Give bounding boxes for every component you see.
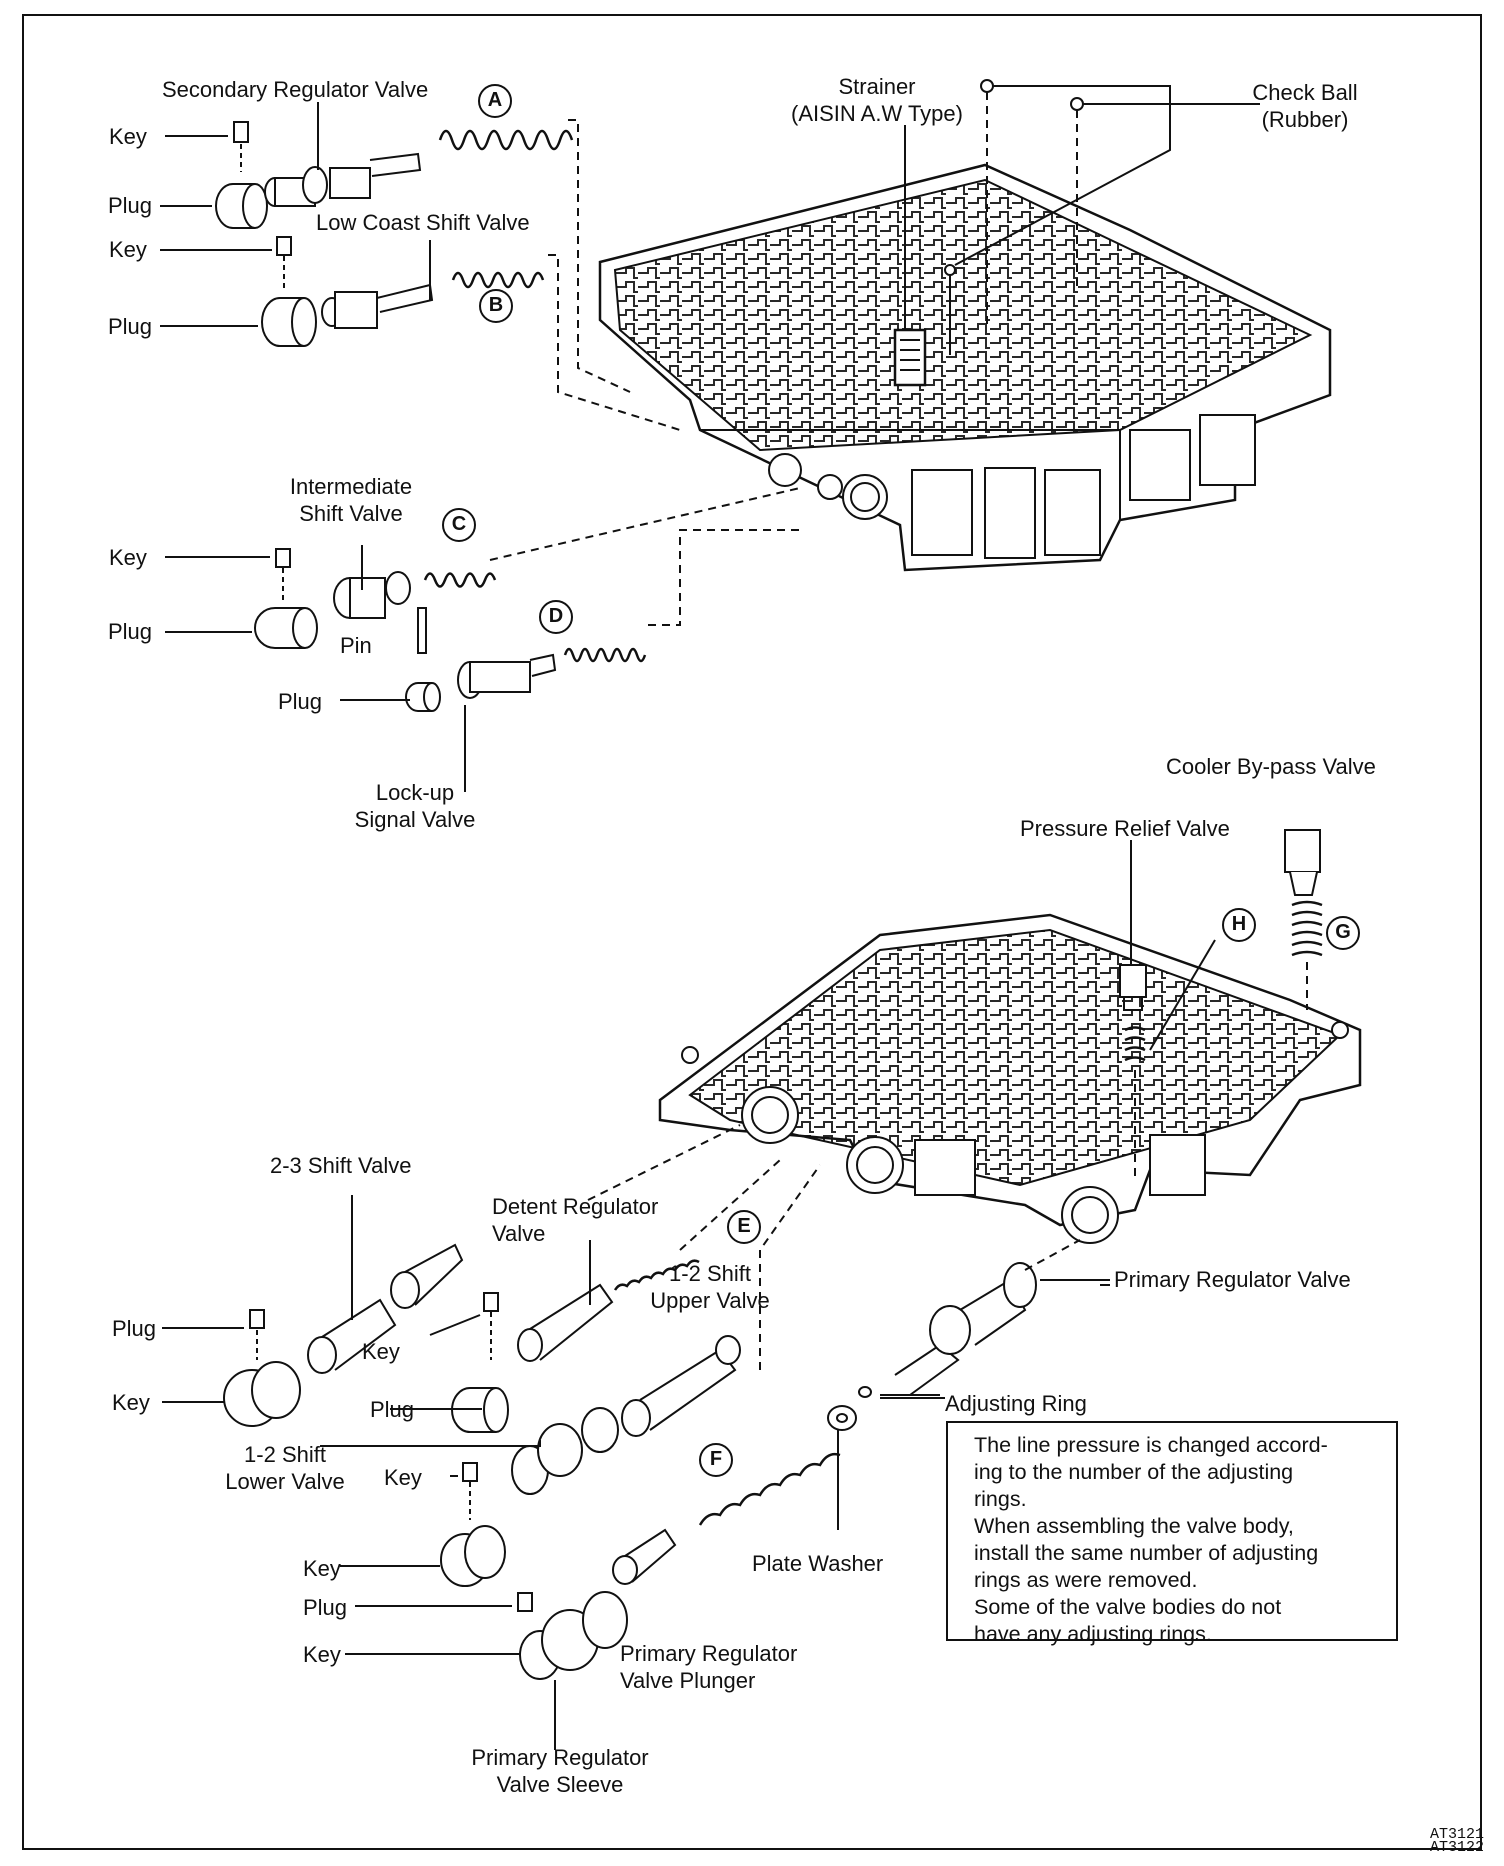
marker-h: H <box>1222 908 1256 942</box>
shift-12-lower-valve-label: 1-2 Shift Lower Valve <box>225 1442 345 1494</box>
check-ball-marker-3 <box>944 264 956 276</box>
primary-regulator-valve-sleeve-label: Primary Regulator Valve Sleeve <box>471 1745 649 1797</box>
note-line: install the same number of adjusting <box>974 1541 1319 1565</box>
shift-12-parts <box>440 1164 821 1587</box>
note-line: The line pressure is changed accord- <box>974 1433 1328 1457</box>
plate-washer-label: Plate Washer <box>752 1551 884 1576</box>
marker-f: F <box>699 1443 733 1477</box>
cooler-bypass-valve-label: Cooler By-pass Valve <box>1166 754 1376 779</box>
primary-regulator-parts <box>517 1239 1110 1750</box>
key-label-1: Key <box>109 124 147 149</box>
shift-23-valve-label: 2-3 Shift Valve <box>270 1153 412 1178</box>
note-line: rings. <box>974 1487 1027 1511</box>
note-line: Some of the valve bodies do not <box>974 1595 1282 1619</box>
strainer <box>893 328 927 387</box>
lower-valve-body <box>658 913 1362 1244</box>
note-line: When assembling the valve body, <box>974 1514 1294 1538</box>
primary-regulator-valve-plunger-label: Primary Regulator Valve Plunger <box>620 1641 798 1693</box>
marker-c: C <box>442 508 476 542</box>
plug-label-4: Plug <box>278 689 323 714</box>
lockup-signal-parts <box>405 529 800 792</box>
plug-label-5: Plug <box>112 1316 157 1341</box>
key-label-6: Key <box>384 1465 422 1490</box>
plug-label-1: Plug <box>108 193 153 218</box>
secondary-regulator-parts <box>215 119 631 393</box>
pressure-relief-parts <box>1119 840 1216 1180</box>
marker-d: D <box>539 600 573 634</box>
low-coast-shift-valve-label: Low Coast Shift Valve <box>316 210 530 235</box>
detent-regulator-valve-label: Detent Regulator Valve <box>492 1194 659 1246</box>
key-label-3: Key <box>109 545 147 570</box>
key-label-7: Key <box>303 1556 341 1581</box>
low-coast-shift-parts <box>261 236 681 431</box>
pin-label: Pin <box>340 633 372 658</box>
upper-valve-body <box>598 163 1332 572</box>
note-box: The line pressure is changed accord- ing… <box>946 1421 1398 1646</box>
plug-label-3: Plug <box>108 619 153 644</box>
lockup-signal-valve-label: Lock-up Signal Valve <box>354 780 476 832</box>
strainer-label: Strainer (AISIN A.W Type) <box>791 74 963 126</box>
check-ball-label: Check Ball (Rubber) <box>1252 80 1358 132</box>
cooler-bypass-parts <box>1284 829 1323 1010</box>
intermediate-shift-valve-label: Intermediate Shift Valve <box>289 474 413 526</box>
marker-e: E <box>727 1210 761 1244</box>
key-label-8: Key <box>303 1642 341 1667</box>
plug-label-7: Plug <box>303 1595 348 1620</box>
marker-b: B <box>479 289 513 323</box>
note-line: have any adjusting rings. <box>974 1622 1212 1646</box>
key-label-5: Key <box>112 1390 150 1415</box>
check-ball-marker-2 <box>1070 97 1084 111</box>
plug-label-6: Plug <box>370 1397 415 1422</box>
note-line: rings as were removed. <box>974 1568 1198 1592</box>
marker-a: A <box>478 84 512 118</box>
plug-label-2: Plug <box>108 314 153 339</box>
key-label-4: Key <box>362 1339 400 1364</box>
marker-g: G <box>1326 916 1360 950</box>
detent-regulator-parts <box>451 1159 781 1433</box>
adjusting-ring-label: Adjusting Ring <box>945 1391 1087 1416</box>
secondary-regulator-valve-label: Secondary Regulator Valve <box>162 77 429 102</box>
shift-12-upper-valve-label: 1-2 Shift Upper Valve <box>650 1261 770 1313</box>
leader-lines <box>160 102 1110 1655</box>
figure-code-2: AT3122 <box>1430 1839 1485 1856</box>
note-line: ing to the number of the adjusting <box>974 1460 1294 1484</box>
pressure-relief-valve-label: Pressure Relief Valve <box>1020 816 1230 841</box>
primary-regulator-valve-label: Primary Regulator Valve <box>1114 1267 1351 1292</box>
intermediate-shift-parts <box>254 487 801 654</box>
key-label-2: Key <box>109 237 147 262</box>
figure-frame <box>22 14 1482 1850</box>
shift-23-parts <box>223 1124 741 1427</box>
figure-code-1: AT3121 <box>1430 1826 1485 1843</box>
